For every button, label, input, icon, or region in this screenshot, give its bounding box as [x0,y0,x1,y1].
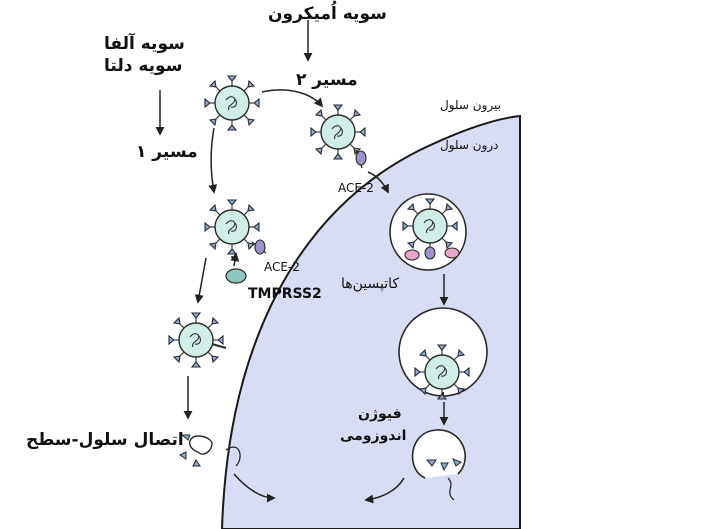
virus-route1-attached [204,199,260,255]
label-ace2-left: ACE-2 [264,260,300,274]
ace2-receptor-top [355,149,367,169]
label-outside-cell: بیرون سلول [440,98,501,112]
label-omicron: سویه اُمیکرون [268,4,387,24]
endosome-1 [389,193,467,271]
label-cathepsins: کاتپسین‌ها [341,276,400,292]
cathepsin-right [444,247,460,259]
label-tmprss2: TMPRSS2 [248,286,322,302]
label-endosome-fusion-2: اندوزومی [340,428,407,444]
label-inside-cell: درون سلول [440,138,499,152]
label-ace2-top: ACE-2 [338,181,374,195]
label-cell-surface-fusion: اتصال سلول-سطح [26,430,184,450]
cell-surface-fusion-shape [179,434,241,467]
endosome-2 [398,307,488,400]
label-route-1: مسیر ۱ [136,142,198,162]
label-endosome-fusion-1: فیوژن [358,406,402,422]
ace2-receptor-left [251,239,267,255]
virus-fusing [168,312,224,368]
endosome-3-fusion [411,429,467,501]
label-alpha: سویه آلفا [104,34,185,54]
tmprss2-protease [225,268,247,284]
label-route-2: مسیر ۲ [296,70,358,90]
label-delta: سویه دلتا [104,56,183,76]
virus-alpha-delta [204,75,260,131]
cathepsin-left [404,249,420,261]
